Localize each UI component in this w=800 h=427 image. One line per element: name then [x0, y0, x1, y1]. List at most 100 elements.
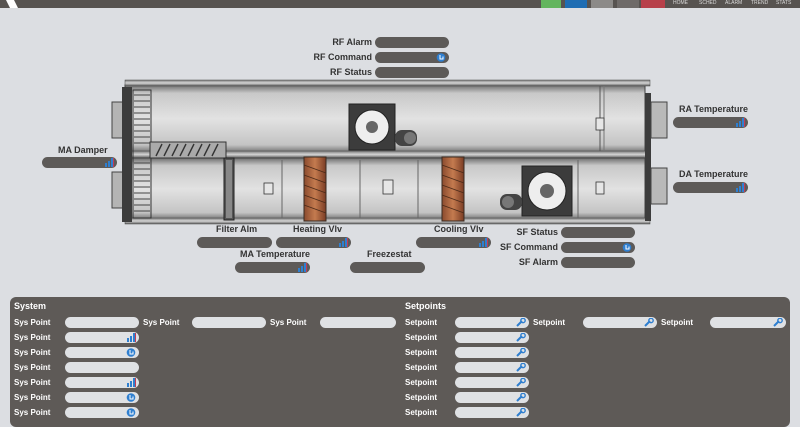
freezestat-value[interactable]	[350, 262, 425, 273]
sys-point-label: Sys Point	[14, 348, 51, 357]
wrench-icon[interactable]	[516, 348, 526, 357]
ra-temperature-label: RA Temperature	[679, 104, 749, 114]
ma-temperature-value[interactable]	[235, 262, 310, 273]
setpoint-label: Setpoint	[661, 318, 693, 327]
hand-pointer-icon[interactable]	[126, 393, 136, 402]
sys-point-label: Sys Point	[14, 408, 51, 417]
bar-chart-icon[interactable]	[338, 238, 348, 247]
setpoint-field[interactable]	[710, 317, 786, 328]
sys-point-field[interactable]	[65, 407, 139, 418]
nav-trend[interactable]: TREND	[751, 0, 769, 6]
bar-chart-icon[interactable]	[126, 333, 136, 342]
bar-chart-icon[interactable]	[297, 263, 307, 272]
setpoint-label: Setpoint	[405, 363, 437, 372]
da-temperature-value[interactable]	[673, 182, 748, 193]
sys-point-label: Sys Point	[14, 333, 51, 342]
setpoint-label: Setpoint	[405, 348, 437, 357]
sys-point-label: Sys Point	[270, 318, 307, 327]
hand-pointer-icon[interactable]	[126, 348, 136, 357]
rf-alarm-label: RF Alarm	[332, 37, 372, 47]
nav-sched[interactable]: SCHED	[699, 0, 717, 6]
wrench-icon[interactable]	[516, 378, 526, 387]
wrench-icon[interactable]	[516, 393, 526, 402]
cooling-vlv-label: Cooling Vlv	[434, 224, 484, 234]
alarm-nav-button[interactable]	[641, 0, 665, 8]
outside-air-intake	[111, 87, 152, 222]
sys-point-label: Sys Point	[14, 378, 51, 387]
hand-pointer-icon[interactable]	[622, 243, 632, 252]
setpoint-field[interactable]	[455, 347, 529, 358]
sys-point-label: Sys Point	[14, 393, 51, 402]
info-button[interactable]	[565, 0, 587, 8]
freezestat-label: Freezestat	[367, 249, 412, 259]
blank-nav-button[interactable]	[617, 0, 639, 8]
da-temperature-label: DA Temperature	[679, 169, 749, 179]
bar-chart-icon[interactable]	[126, 378, 136, 387]
bar-chart-icon[interactable]	[104, 158, 114, 167]
nav-alarm[interactable]: ALARM	[725, 0, 743, 6]
setpoint-label: Setpoint	[405, 378, 437, 387]
sys-point-field[interactable]	[65, 392, 139, 403]
rf-command-value[interactable]	[375, 52, 449, 63]
nav-stats[interactable]: STATS	[776, 0, 792, 6]
ma-damper-label: MA Damper	[58, 145, 108, 155]
sys-point-label: Sys Point	[14, 318, 51, 327]
hand-pointer-icon[interactable]	[436, 53, 446, 62]
setpoints-heading: Setpoints	[405, 301, 447, 311]
wrench-icon[interactable]	[516, 318, 526, 327]
status-green-button[interactable]	[541, 0, 561, 8]
sys-point-field[interactable]	[65, 347, 139, 358]
cooling-vlv-value[interactable]	[416, 237, 491, 248]
bar-chart-icon[interactable]	[735, 183, 745, 192]
setpoint-label: Setpoint	[405, 393, 437, 402]
calendar-button[interactable]	[591, 0, 613, 8]
sys-point-field[interactable]	[65, 377, 139, 388]
ma-damper-value[interactable]	[42, 157, 117, 168]
sys-point-field[interactable]	[192, 317, 266, 328]
sf-status-label: SF Status	[516, 227, 558, 237]
sf-alarm-value[interactable]	[561, 257, 635, 268]
setpoint-field[interactable]	[455, 317, 529, 328]
logo-icon	[6, 0, 18, 8]
wrench-icon[interactable]	[516, 333, 526, 342]
wrench-icon[interactable]	[516, 363, 526, 372]
setpoint-label: Setpoint	[533, 318, 565, 327]
setpoint-field[interactable]	[455, 392, 529, 403]
filter-alm-label: Filter Alm	[216, 224, 258, 234]
wrench-icon[interactable]	[516, 408, 526, 417]
rf-status-value[interactable]	[375, 67, 449, 78]
system-heading: System	[14, 301, 47, 311]
hand-pointer-icon[interactable]	[126, 408, 136, 417]
nav-home[interactable]: HOME	[673, 0, 688, 6]
mixing-damper	[149, 141, 227, 159]
bar-chart-icon[interactable]	[735, 118, 745, 127]
rf-command-label: RF Command	[313, 52, 373, 62]
sys-point-field[interactable]	[65, 332, 139, 343]
right-outlets	[645, 93, 668, 221]
heating-vlv-value[interactable]	[276, 237, 351, 248]
wrench-icon[interactable]	[644, 318, 654, 327]
setpoint-field[interactable]	[455, 377, 529, 388]
sys-point-field[interactable]	[320, 317, 396, 328]
sys-point-field[interactable]	[65, 362, 139, 373]
setpoint-field[interactable]	[455, 407, 529, 418]
setpoint-field[interactable]	[455, 332, 529, 343]
bar-chart-icon[interactable]	[478, 238, 488, 247]
sf-command-value[interactable]	[561, 242, 635, 253]
points-panel: System Setpoints Sys Point Sys Point Sys…	[10, 297, 790, 427]
sf-status-value[interactable]	[561, 227, 635, 238]
setpoint-field[interactable]	[583, 317, 657, 328]
temperature-sensors	[263, 117, 605, 195]
wrench-icon[interactable]	[773, 318, 783, 327]
ra-temperature-value[interactable]	[673, 117, 748, 128]
heating-vlv-label: Heating Vlv	[293, 224, 343, 234]
sys-point-field[interactable]	[65, 317, 139, 328]
filter	[223, 157, 235, 221]
rf-alarm-value[interactable]	[375, 37, 449, 48]
setpoint-field[interactable]	[455, 362, 529, 373]
sf-command-label: SF Command	[499, 242, 558, 252]
cooling-coil	[441, 156, 465, 222]
sys-point-label: Sys Point	[143, 318, 180, 327]
filter-alm-value[interactable]	[197, 237, 272, 248]
supply-fan	[500, 165, 573, 217]
